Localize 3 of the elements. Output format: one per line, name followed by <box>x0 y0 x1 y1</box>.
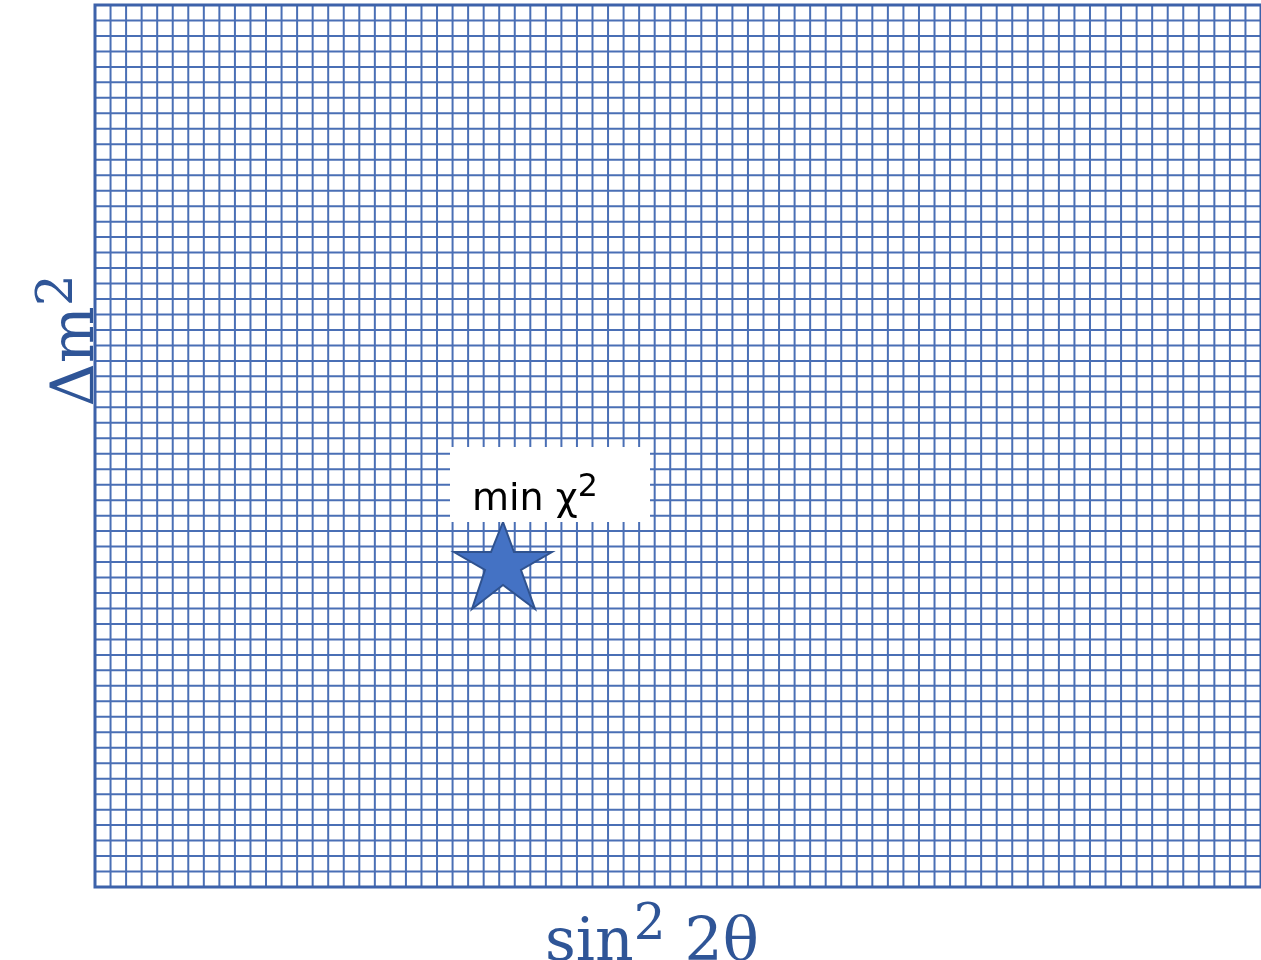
axis-title: sin$^{2}$ 2θ <box>545 893 759 960</box>
annotation-label: min χ$^{2}$ <box>450 447 650 522</box>
star-marker <box>450 519 556 612</box>
